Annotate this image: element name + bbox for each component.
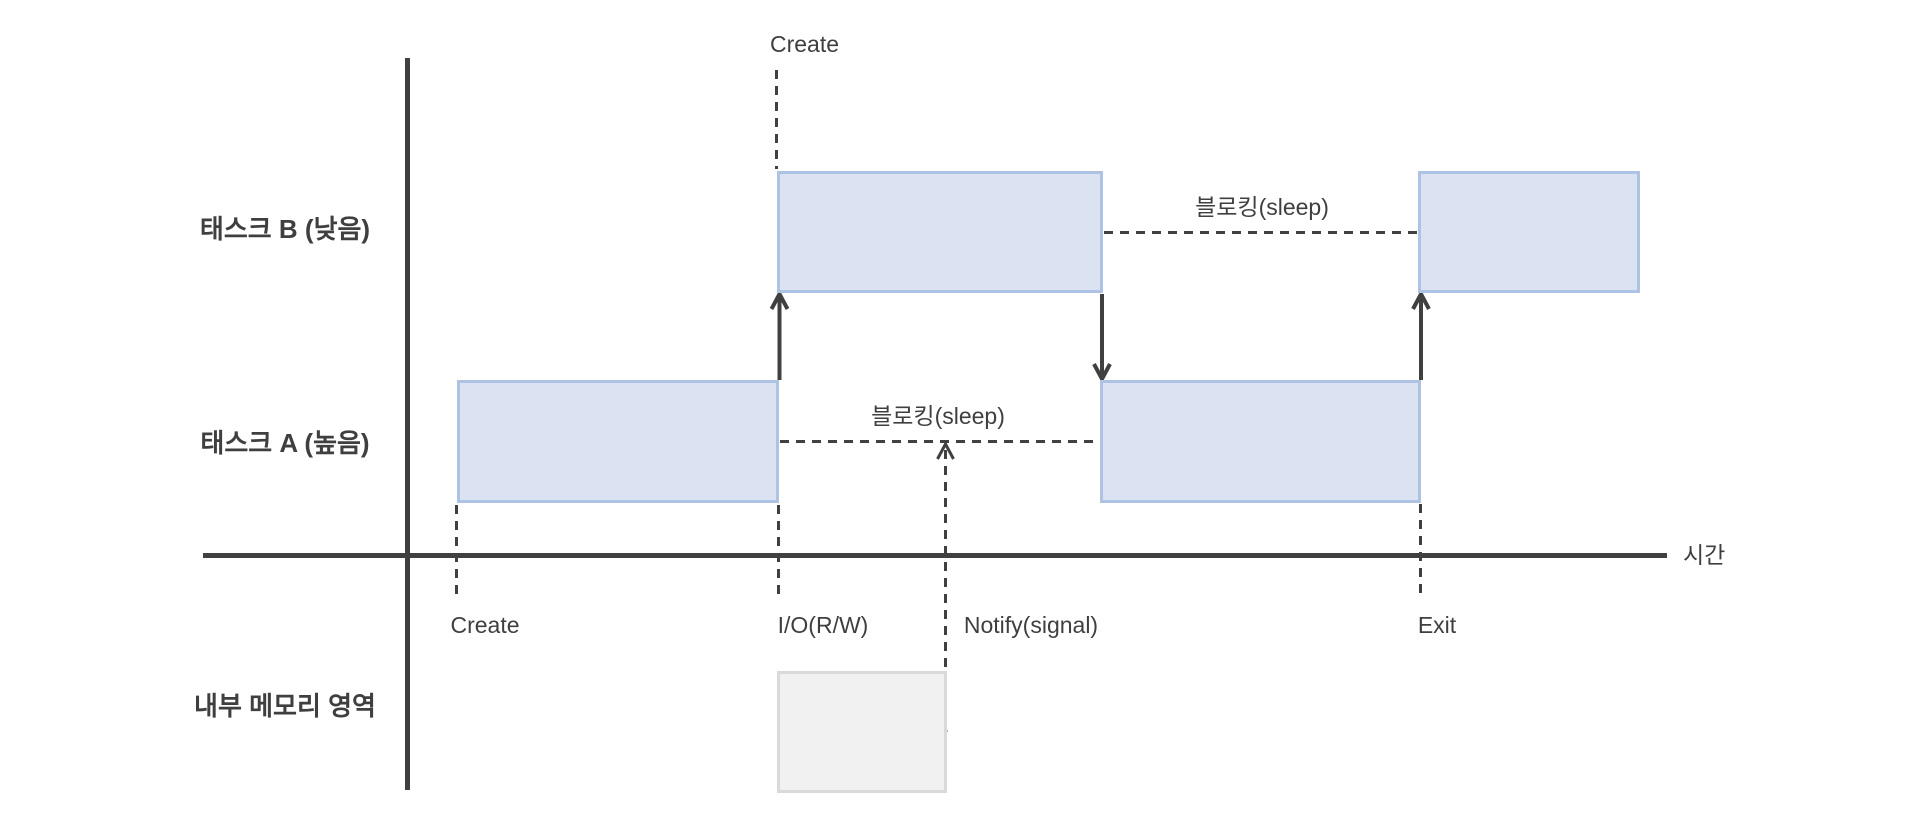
memory-region-box xyxy=(777,671,947,793)
arrow-down-b-to-a-icon xyxy=(1092,294,1112,384)
notify-axis-label: Notify(signal) xyxy=(963,612,1099,638)
create-axis-label: Create xyxy=(450,612,520,638)
task-a-run-box-2 xyxy=(1100,380,1421,503)
arrow-up-a-to-b-2-icon xyxy=(1411,289,1431,380)
arrow-up-a-to-b-icon xyxy=(769,289,790,380)
exit-axis-label: Exit xyxy=(1417,612,1457,638)
io-axis-label: I/O(R/W) xyxy=(777,612,869,638)
task-b-run-box-2 xyxy=(1418,171,1640,293)
task-b-blocking-label: 블로킹(sleep) xyxy=(1195,194,1329,220)
notify-up-arrowhead-icon xyxy=(936,440,955,460)
task-a-run-box-1 xyxy=(457,380,779,503)
create-top-label: Create xyxy=(770,31,840,57)
memory-row-label: 내부 메모리 영역 xyxy=(194,691,376,721)
task-b-row-label: 태스크 B (낮음) xyxy=(199,214,371,244)
task-b-run-box-1 xyxy=(777,171,1103,293)
task-a-row-label: 태스크 A (높음) xyxy=(200,428,370,458)
task-a-blocking-label: 블로킹(sleep) xyxy=(871,403,1005,429)
time-axis-label: 시간 xyxy=(1683,542,1726,568)
